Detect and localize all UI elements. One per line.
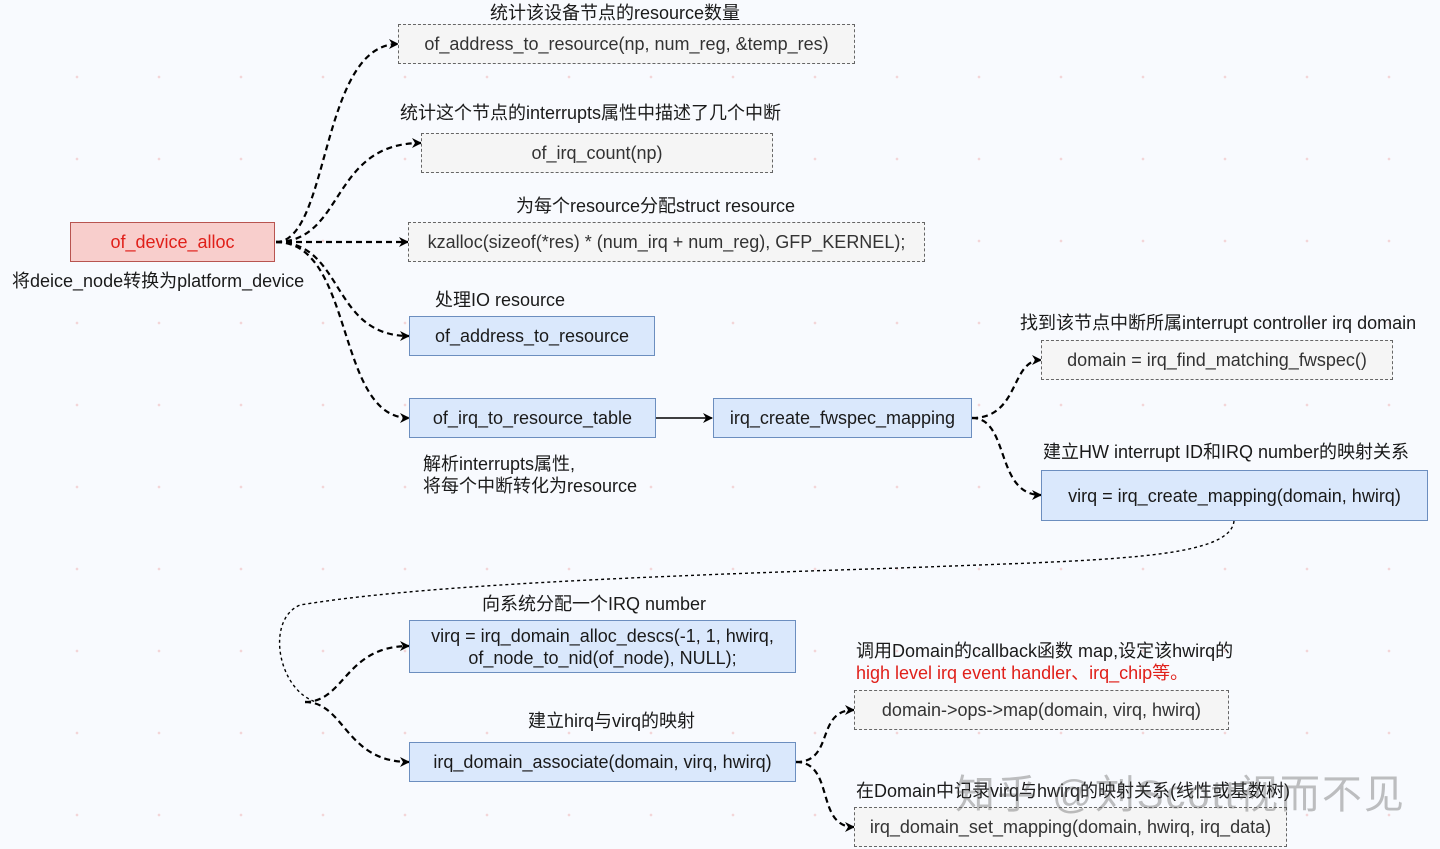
alloc-descs-line2: of_node_to_nid(of_node), NULL); [468,647,737,668]
arrow-to-irq-table [275,240,410,423]
node-irq-create-mapping: virq = irq_create_mapping(domain, hwirq) [1041,470,1428,521]
callback-line1: 调用Domain的callback函数 map,设定该hwirq的 [856,641,1234,661]
node-of-irq-count: of_irq_count(np) [421,133,773,173]
alloc-descs-line1: virq = irq_domain_alloc_descs(-1, 1, hwi… [431,625,774,646]
arrow-to-create-mapping [971,416,1042,500]
node-irq-create-fwspec-mapping: irq_create_fwspec_mapping [713,398,972,438]
node-domain-ops-map: domain->ops->map(domain, virq, hwirq) [854,690,1229,730]
label-callback: 调用Domain的callback函数 map,设定该hwirq的 high l… [856,640,1233,684]
parse-interrupts-line2: 将每个中断转化为resource [423,476,638,496]
arrow-to-find-domain [971,355,1042,420]
node-irq-domain-associate: irq_domain_associate(domain, virq, hwirq… [409,742,796,782]
node-of-address-to-resource-np: of_address_to_resource(np, num_reg, &tem… [398,24,855,64]
node-of-irq-to-resource-table: of_irq_to_resource_table [409,398,656,438]
label-hirq-virq-mapping: 建立hirq与virq的映射 [528,711,696,731]
node-irq-domain-set-mapping: irq_domain_set_mapping(domain, hwirq, ir… [854,807,1287,847]
label-convert-node: 将deice_node转换为platform_device [12,271,305,291]
label-record-mapping: 在Domain中记录virq与hwirq的映射关系(线性或基数树) [856,781,1291,801]
label-count-interrupts: 统计这个节点的interrupts属性中描述了几个中断 [400,103,782,123]
arrow-to-irq-count [275,138,422,244]
label-alloc-resource: 为每个resource分配struct resource [516,196,796,216]
node-kzalloc: kzalloc(sizeof(*res) * (num_irq + num_re… [408,222,925,262]
callback-line2: high level irq event handler、irq_chip等。 [856,663,1189,683]
label-alloc-irq-number: 向系统分配一个IRQ number [482,594,707,614]
label-parse-interrupts: 解析interrupts属性, 将每个中断转化为resource [423,453,637,497]
arrow-to-alloc-descs [304,641,410,704]
node-of-device-alloc: of_device_alloc [70,222,275,262]
node-irq-domain-alloc-descs: virq = irq_domain_alloc_descs(-1, 1, hwi… [409,620,796,673]
arrow-to-map-callback [795,705,855,764]
label-find-domain: 找到该节点中断所属interrupt controller irq domain [1020,313,1417,333]
node-irq-find-matching-fwspec: domain = irq_find_matching_fwspec() [1041,340,1393,380]
arrow-to-domain-associate [304,700,410,767]
arrow-to-set-mapping [795,760,855,832]
node-of-address-to-resource: of_address_to_resource [409,316,655,356]
zhihu-watermark: 知乎 @刘Scott视而不见 [955,773,1406,817]
parse-interrupts-line1: 解析interrupts属性, [423,454,576,474]
label-handle-io: 处理IO resource [435,290,566,310]
arrow-to-count-resource [275,39,399,244]
label-build-mapping: 建立HW interrupt ID和IRQ number的映射关系 [1043,442,1410,462]
label-count-resource: 统计该设备节点的resource数量 [490,3,741,23]
arrow-to-address-resource [275,240,410,341]
